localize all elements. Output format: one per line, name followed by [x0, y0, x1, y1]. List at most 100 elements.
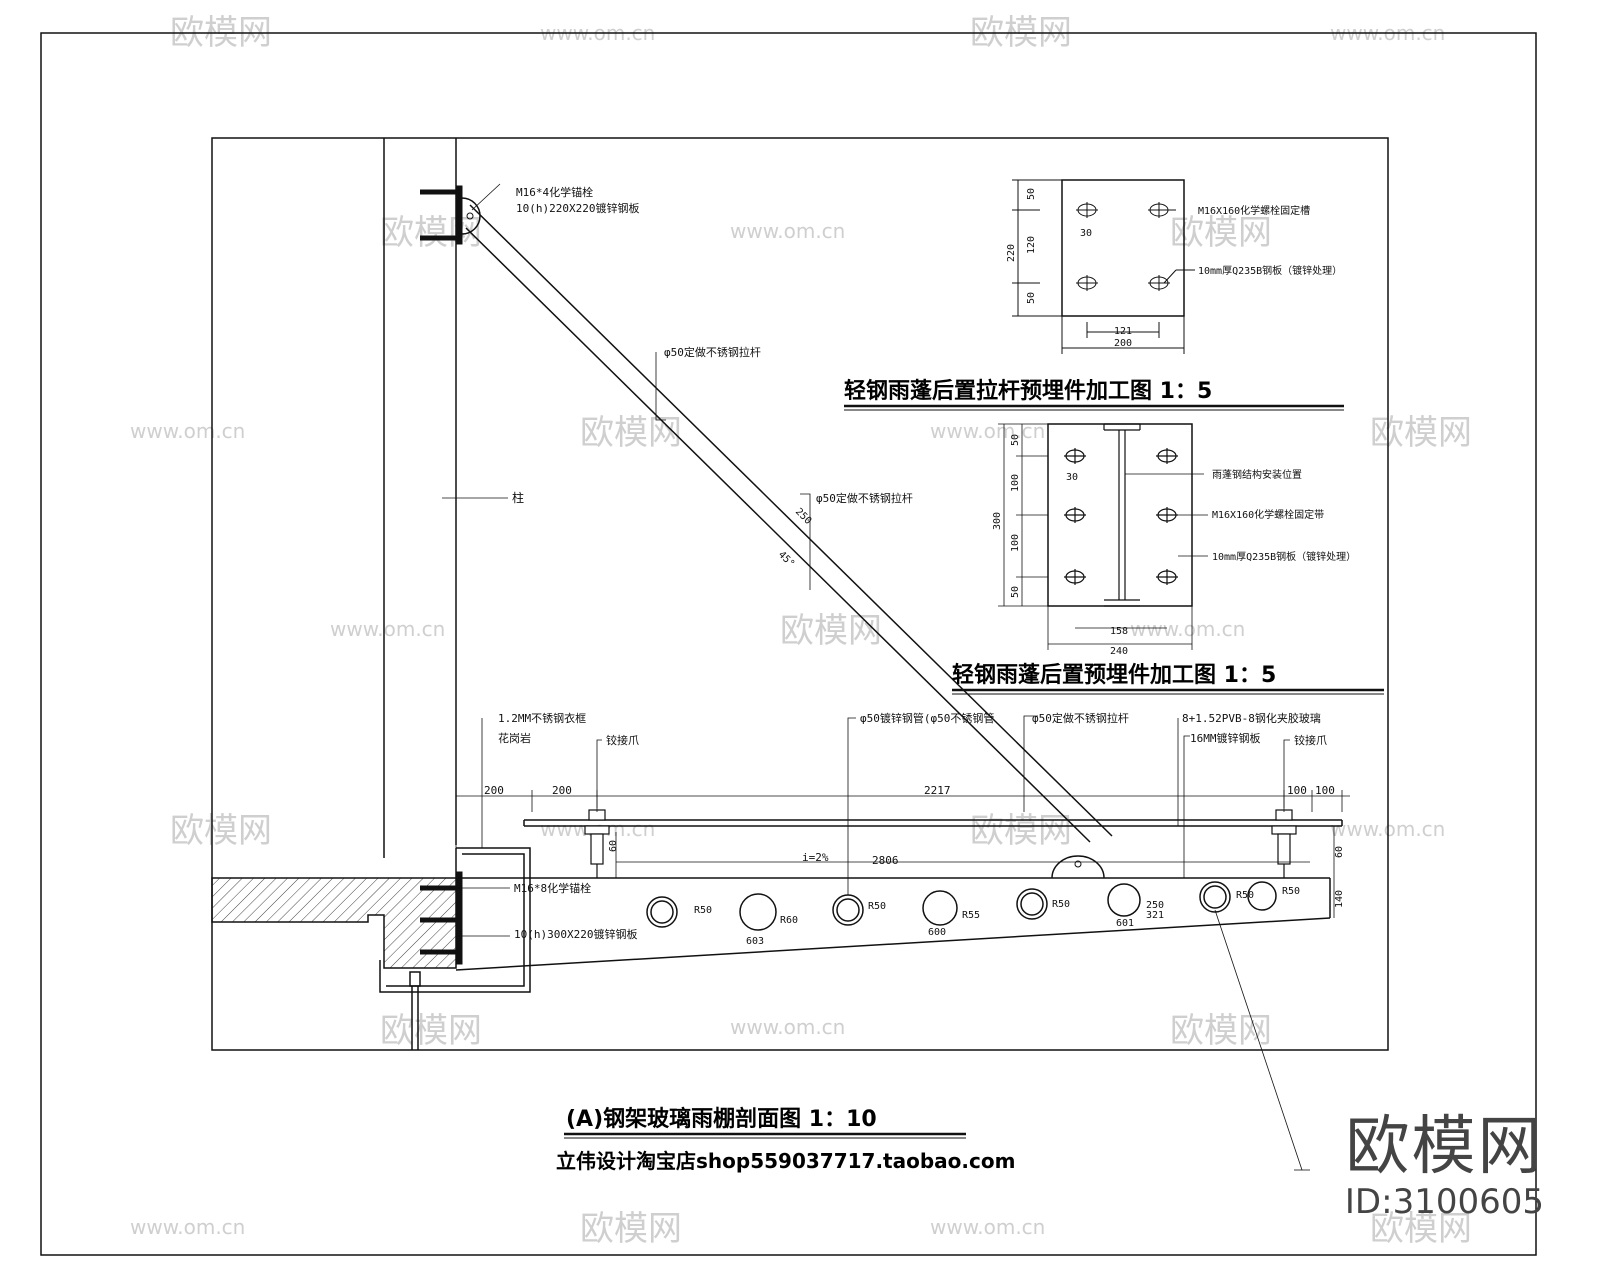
outer-frame: [40, 32, 1537, 1256]
svg-text:www.om.cn: www.om.cn: [730, 1015, 845, 1039]
inner-frame: [211, 137, 1389, 1051]
anchor-top-label: M16*4化学锚栓: [516, 185, 593, 199]
svg-text:603: 603: [746, 936, 764, 947]
svg-text:100: 100: [1287, 784, 1307, 797]
svg-text:www.om.cn: www.om.cn: [330, 617, 445, 641]
svg-text:250: 250: [1146, 900, 1164, 911]
svg-text:158: 158: [1110, 626, 1128, 637]
svg-text:轻钢雨蓬后置预埋件加工图 1：5: 轻钢雨蓬后置预埋件加工图 1：5: [952, 662, 1276, 688]
hinge-claw-right: [1271, 809, 1297, 878]
svg-text:轻钢雨蓬后置拉杆预埋件加工图 1：5: 轻钢雨蓬后置拉杆预埋件加工图 1：5: [844, 378, 1212, 404]
rod-label-c: φ50定做不锈钢拉杆: [1032, 711, 1129, 725]
plate-top-label: 10(h)220X220镀锌钢板: [516, 201, 639, 215]
hinge-left-label: 铰接爪: [606, 733, 639, 747]
svg-text:321: 321: [1146, 910, 1164, 921]
svg-text:www.om.cn: www.om.cn: [130, 1215, 245, 1239]
svg-text:欧模网: 欧模网: [970, 811, 1072, 851]
main-title: (A)钢架玻璃雨棚剖面图 1：10: [566, 1106, 877, 1132]
svg-text:200: 200: [1114, 338, 1132, 349]
column: [383, 138, 508, 858]
svg-text:600: 600: [928, 927, 946, 938]
svg-text:R50: R50: [1236, 890, 1254, 901]
slope-label: i=2%: [802, 851, 829, 864]
svg-text:www.om.cn: www.om.cn: [730, 219, 845, 243]
shop-line: 立伟设计淘宝店shop559037717.taobao.com: [556, 1149, 1015, 1173]
svg-text:100: 100: [1010, 474, 1021, 492]
detail-1: 220 50 120 50 200 121 30 M16X160化学螺栓固定槽 …: [844, 179, 1344, 411]
watermark-layer: 欧模网 欧模网 欧模网 欧模网 欧模网 欧模网 欧模网 欧模网 欧模网 欧模网 …: [130, 13, 1472, 1249]
svg-text:欧模网: 欧模网: [1370, 413, 1472, 453]
beam-holes: [646, 881, 1277, 931]
svg-text:M16X160化学螺栓固定带: M16X160化学螺栓固定带: [1212, 508, 1324, 521]
svg-text:50: 50: [1010, 434, 1021, 446]
svg-text:30: 30: [1066, 472, 1078, 483]
dim-60a: 60: [608, 840, 619, 852]
svg-text:R55: R55: [962, 910, 980, 921]
svg-text:10mm厚Q235B钢板（镀锌处理）: 10mm厚Q235B钢板（镀锌处理）: [1212, 550, 1356, 563]
svg-text:100: 100: [1315, 784, 1335, 797]
rod-label-b: φ50定做不锈钢拉杆: [816, 491, 913, 505]
glass-panel: [523, 819, 1343, 827]
top-anchor-plate: [420, 185, 481, 245]
svg-text:100: 100: [1010, 534, 1021, 552]
rod-callouts: [655, 352, 1038, 812]
svg-text:R50: R50: [1052, 899, 1070, 910]
plate-bottom-label: 10(h)300X220镀锌钢板: [514, 927, 637, 941]
hinge-right-label: 铰接爪: [1294, 733, 1327, 747]
svg-text:欧模网: 欧模网: [1170, 213, 1272, 253]
detail-2: 300 50 100 100 50 240 158 30 雨蓬钢结构安装位置 M…: [952, 423, 1384, 695]
svg-text:10mm厚Q235B钢板（镀锌处理）: 10mm厚Q235B钢板（镀锌处理）: [1198, 264, 1342, 277]
svg-text:200: 200: [484, 784, 504, 797]
svg-text:120: 120: [1026, 236, 1037, 254]
svg-text:240: 240: [1110, 646, 1128, 657]
svg-text:50: 50: [1026, 292, 1037, 304]
svg-text:www.om.cn: www.om.cn: [930, 1215, 1045, 1239]
angle-label: 45°: [776, 549, 797, 570]
dim-140: 140: [1334, 890, 1345, 908]
svg-text:欧模网: 欧模网: [580, 413, 682, 453]
svg-text:欧模网: 欧模网: [170, 811, 272, 851]
svg-text:R60: R60: [780, 915, 798, 926]
callout-leaders: [481, 717, 1290, 895]
bottom-anchor-plate: [420, 871, 463, 965]
svg-text:601: 601: [1116, 918, 1134, 929]
rail-label: 1.2MM不锈钢衣框: [498, 711, 586, 725]
tube-label: φ50镀锌钢管(φ50不锈钢管: [860, 711, 994, 725]
column-label: 柱: [512, 490, 524, 505]
leader-line: [1214, 909, 1303, 1171]
svg-text:R50: R50: [1282, 886, 1300, 897]
dim-60b: 60: [1334, 846, 1345, 858]
svg-text:121: 121: [1114, 326, 1132, 337]
svg-text:2217: 2217: [924, 784, 951, 797]
svg-text:www.om.cn: www.om.cn: [930, 419, 1045, 443]
svg-text:300: 300: [992, 512, 1003, 530]
steel-plate-label: 16MM镀锌钢板: [1190, 731, 1261, 745]
anchor-bottom-label: M16*8化学锚栓: [514, 881, 591, 895]
svg-text:欧模网: 欧模网: [380, 213, 482, 253]
svg-text:雨蓬钢结构安装位置: 雨蓬钢结构安装位置: [1212, 468, 1302, 481]
hinge-claw-left: [584, 809, 610, 878]
brand-watermark: 欧模网 ID:3100605: [1345, 1112, 1544, 1222]
hole-labels: R50 R60 R50 R55 R50 250 321 R50 R50 603 …: [694, 886, 1300, 947]
concrete-slab: [211, 877, 457, 969]
svg-text:欧模网: 欧模网: [580, 1209, 682, 1249]
svg-text:220: 220: [1006, 244, 1017, 262]
svg-text:欧模网: 欧模网: [780, 611, 882, 651]
svg-text:50: 50: [1010, 586, 1021, 598]
marble-label: 花岗岩: [498, 731, 531, 745]
svg-text:欧模网: 欧模网: [380, 1011, 482, 1051]
tie-rod: [465, 204, 1113, 843]
brand-id: ID:3100605: [1344, 1182, 1544, 1222]
glass-label: 8+1.52PVB-8钢化夹胶玻璃: [1182, 711, 1321, 725]
svg-text:200: 200: [552, 784, 572, 797]
svg-text:R50: R50: [868, 901, 886, 912]
svg-text:欧模网: 欧模网: [1170, 1011, 1272, 1051]
svg-text:www.om.cn: www.om.cn: [1130, 617, 1245, 641]
brand-name: 欧模网: [1345, 1110, 1544, 1184]
svg-text:30: 30: [1080, 228, 1092, 239]
svg-text:欧模网: 欧模网: [1370, 1209, 1472, 1249]
gutter: [379, 847, 531, 1050]
svg-text:R50: R50: [694, 905, 712, 916]
rod-label-a: φ50定做不锈钢拉杆: [664, 345, 761, 359]
